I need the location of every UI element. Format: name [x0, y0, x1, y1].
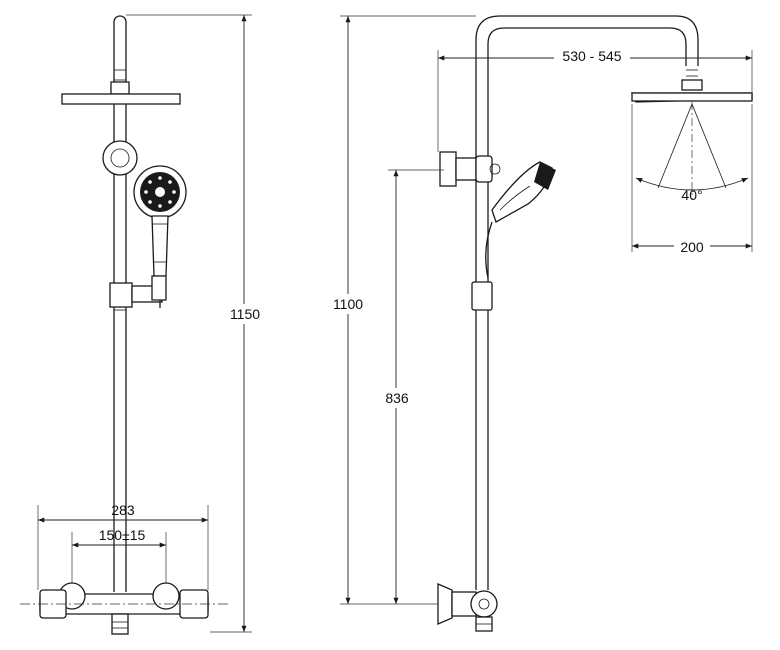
- front-hand-shower: [133, 165, 187, 277]
- label-front-height: 1150: [230, 306, 260, 322]
- side-riser-and-arm: [475, 15, 699, 590]
- dim-holder-height: [388, 169, 444, 604]
- dim-front-inlet-spacing: [71, 532, 167, 583]
- side-wall-bracket: [439, 151, 501, 187]
- side-hand-shower: [485, 161, 556, 279]
- label-side-height: 1100: [333, 296, 363, 312]
- side-mixer: [437, 583, 498, 632]
- label-holder-height: 836: [385, 390, 409, 406]
- spray-angle-lines: [635, 102, 749, 200]
- label-spray-angle: 40°: [681, 187, 702, 203]
- front-rain-head: [61, 81, 181, 105]
- front-thermostatic-mixer: [20, 582, 228, 635]
- front-hose-connector: [109, 275, 167, 308]
- label-front-width: 283: [111, 502, 135, 518]
- front-view: 1150 283 150±15: [20, 14, 264, 635]
- label-head-diameter: 200: [680, 239, 704, 255]
- label-arm-reach: 530 - 545: [562, 48, 621, 64]
- side-rain-head: [630, 79, 753, 103]
- front-slider-ring: [102, 140, 138, 176]
- side-slider: [471, 281, 493, 311]
- side-view: 40°: [328, 15, 753, 632]
- front-riser-pipe: [113, 15, 127, 592]
- label-front-inlet-spacing: 150±15: [99, 527, 146, 543]
- dim-front-width: [37, 505, 209, 590]
